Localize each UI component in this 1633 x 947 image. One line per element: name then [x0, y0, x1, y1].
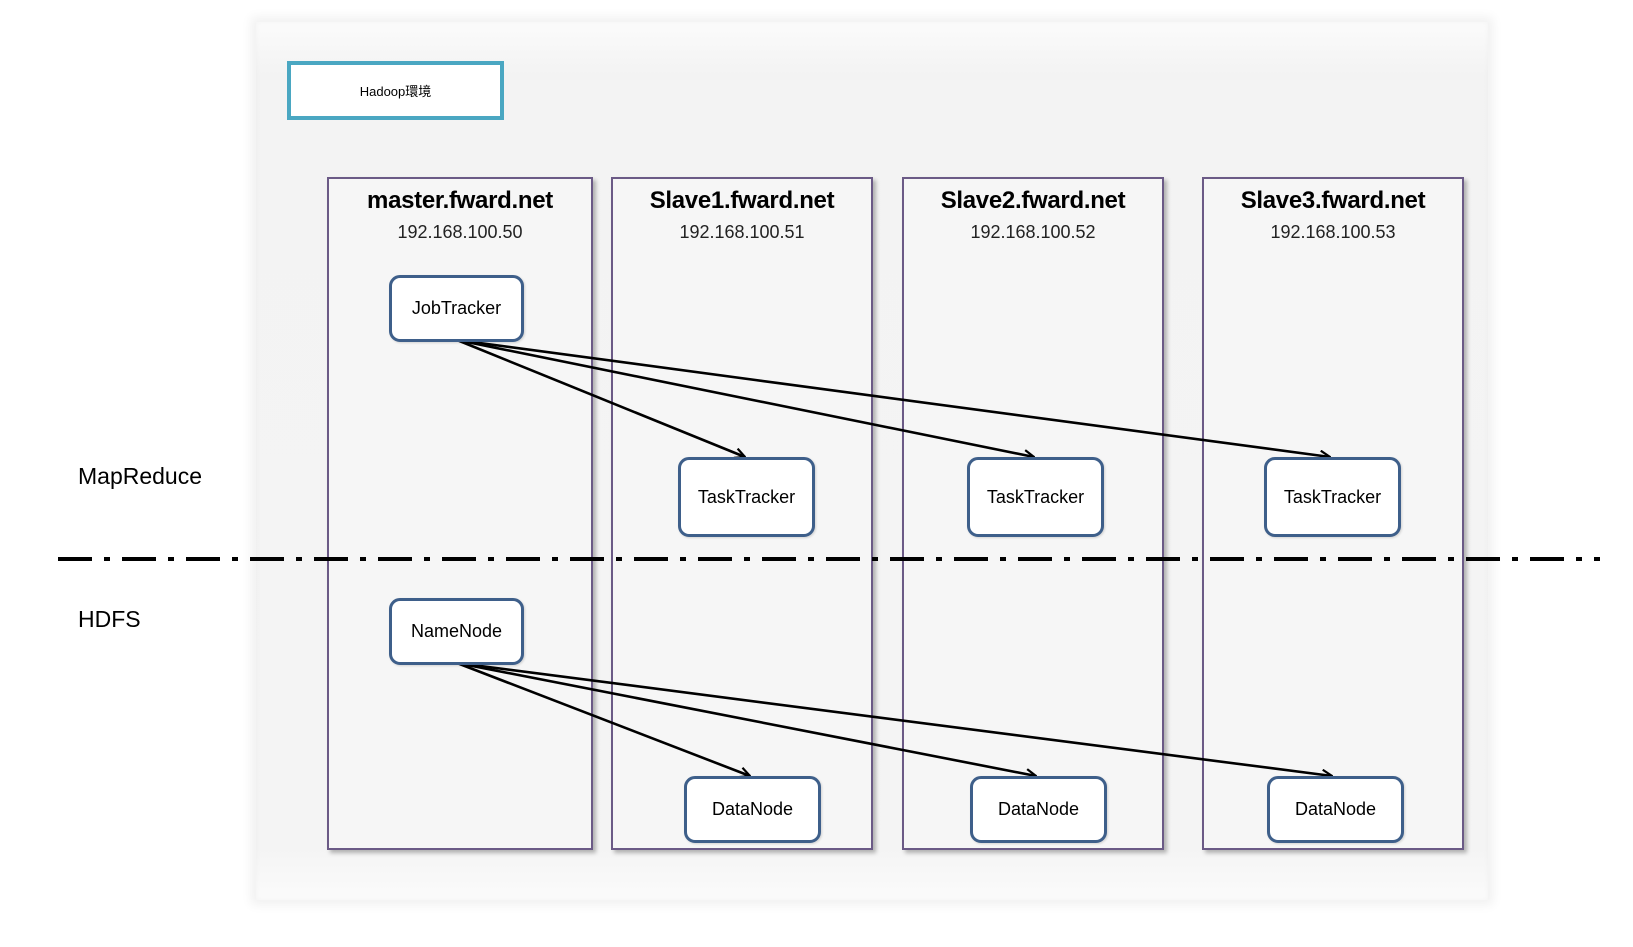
tasktracker-node-slave3: TaskTracker [1264, 457, 1401, 537]
node-label: NameNode [410, 621, 503, 641]
node-label: DataNode [997, 799, 1080, 819]
datanode-node-slave3: DataNode [1267, 776, 1404, 843]
layer-label-mapreduce: MapReduce [78, 463, 203, 489]
datanode-node-slave2: DataNode [970, 776, 1107, 843]
node-label: DataNode [711, 799, 794, 819]
host-name: master.fward.net [367, 187, 553, 214]
tasktracker-node-slave2: TaskTracker [967, 457, 1104, 537]
environment-label: Hadoop環境 [359, 84, 432, 99]
jobtracker-node: JobTracker [389, 275, 524, 342]
node-label: TaskTracker [697, 486, 796, 507]
arrow-name-to-data2 [456, 661, 1036, 776]
host-name: Slave2.fward.net [940, 187, 1126, 214]
arrow-name-to-data1 [456, 661, 750, 776]
host-ip: 192.168.100.50 [397, 222, 523, 242]
host-ip: 192.168.100.51 [679, 222, 805, 242]
node-label: DataNode [1294, 799, 1377, 819]
host-ip: 192.168.100.52 [970, 222, 1096, 242]
arrow-job-to-task1 [456, 338, 745, 457]
arrow-job-to-task2 [456, 338, 1034, 457]
node-label: TaskTracker [1283, 486, 1382, 507]
environment-label-box: Hadoop環境 [287, 61, 504, 120]
arrow-job-to-task3 [456, 338, 1330, 457]
node-label: TaskTracker [986, 486, 1085, 507]
namenode-node: NameNode [389, 598, 524, 665]
layer-label-hdfs: HDFS [78, 606, 141, 632]
host-ip: 192.168.100.53 [1270, 222, 1396, 242]
arrow-name-to-data3 [456, 661, 1332, 776]
tasktracker-node-slave1: TaskTracker [678, 457, 815, 537]
node-label: JobTracker [411, 298, 502, 318]
host-name: Slave1.fward.net [649, 187, 835, 214]
host-name: Slave3.fward.net [1240, 187, 1426, 214]
datanode-node-slave1: DataNode [684, 776, 821, 843]
